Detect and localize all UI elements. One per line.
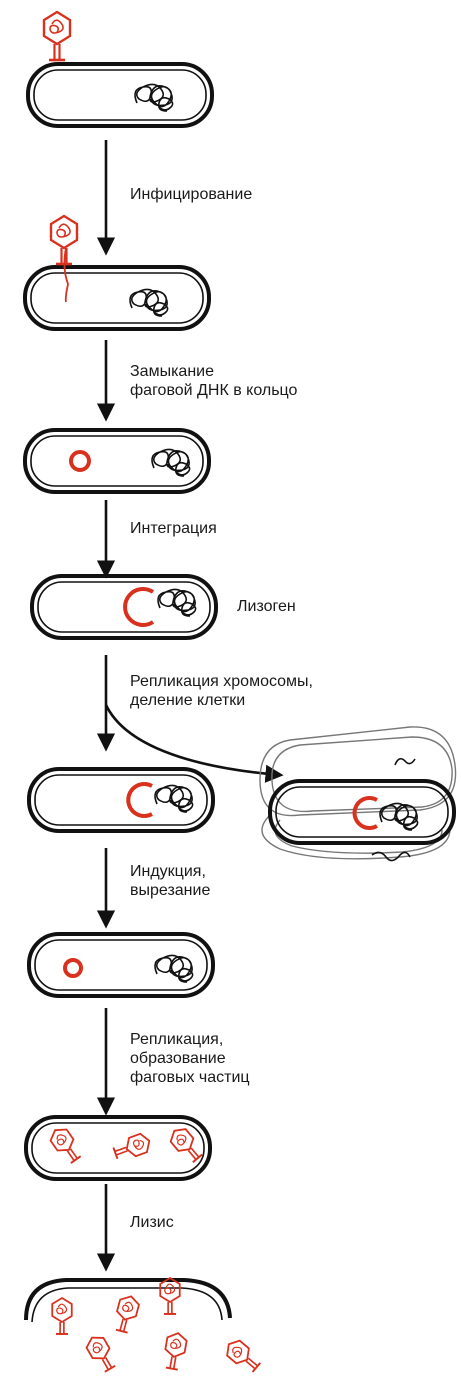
label-phage-replication: Репликация, образование фаговых частиц bbox=[130, 1030, 250, 1087]
label-chromosome-replication-line-2: деление клетки bbox=[130, 691, 313, 710]
label-lysogen-line-1: Лизоген bbox=[237, 597, 296, 616]
label-lysis-line-1: Лизис bbox=[130, 1213, 174, 1232]
cell-stage-1 bbox=[28, 64, 212, 126]
released-phages bbox=[52, 1278, 262, 1375]
label-circularization: Замыкание фаговой ДНК в кольцо bbox=[130, 362, 297, 400]
excised-phage-dna-icon bbox=[65, 960, 81, 976]
prophage-icon bbox=[128, 784, 152, 816]
cell-stage-4-lysogen bbox=[32, 576, 216, 638]
label-integration: Интеграция bbox=[130, 519, 217, 538]
label-induction-line-2: вырезание bbox=[130, 881, 210, 900]
label-infection: Инфицирование bbox=[130, 185, 252, 204]
cell-stage-7-phage-assembly bbox=[26, 1117, 210, 1179]
label-induction: Индукция, вырезание bbox=[130, 862, 210, 900]
label-lysogen: Лизоген bbox=[237, 597, 296, 616]
cell-stage-3 bbox=[25, 430, 209, 492]
cell-stage-5-daughter bbox=[29, 769, 213, 831]
arrow-cell-division bbox=[106, 705, 280, 775]
label-circularization-line-1: Замыкание bbox=[130, 362, 297, 381]
label-phage-replication-line-3: фаговых частиц bbox=[130, 1068, 250, 1087]
label-chromosome-replication-line-1: Репликация хромосомы, bbox=[130, 672, 313, 691]
label-lysis: Лизис bbox=[130, 1213, 174, 1232]
label-infection-line-1: Инфицирование bbox=[130, 185, 252, 204]
attaching-phage-icon bbox=[44, 12, 70, 60]
label-chromosome-replication: Репликация хромосомы, деление клетки bbox=[130, 672, 313, 710]
label-phage-replication-line-1: Репликация, bbox=[130, 1030, 250, 1049]
circular-phage-dna-icon bbox=[71, 452, 89, 470]
label-phage-replication-line-2: образование bbox=[130, 1049, 250, 1068]
cell-stage-6-induced bbox=[29, 934, 213, 996]
label-integration-line-1: Интеграция bbox=[130, 519, 217, 538]
label-circularization-line-2: фаговой ДНК в кольцо bbox=[130, 381, 297, 400]
integrated-prophage-icon bbox=[125, 589, 153, 625]
dividing-cell bbox=[260, 727, 456, 861]
cell-stage-2 bbox=[25, 248, 209, 329]
label-induction-line-1: Индукция, bbox=[130, 862, 210, 881]
